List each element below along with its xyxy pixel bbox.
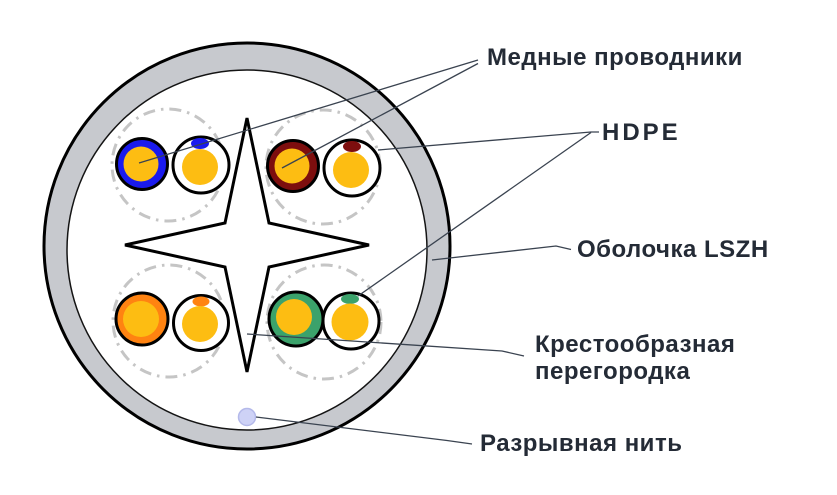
label-cross-separator-line1: Крестообразная <box>535 331 736 358</box>
wire-white-red-conductor <box>333 152 369 188</box>
label-cross-separator-line2: перегородка <box>535 358 691 385</box>
wire-white-green-conductor <box>331 303 369 341</box>
leader-hdpe-from-top-right <box>377 131 599 151</box>
leader-sheath <box>431 245 572 261</box>
pair-top-left-blue <box>115 135 231 195</box>
pair-bottom-left-orange <box>114 291 230 352</box>
label-hdpe: HDPE <box>602 119 681 146</box>
rip-cord-dot <box>237 407 257 427</box>
leader-copper-from-blue-pair <box>138 59 479 164</box>
leader-cross-separator <box>246 333 525 357</box>
wire-green-conductor <box>276 299 312 335</box>
leader-hdpe-from-bottom-right <box>357 131 592 297</box>
label-copper-conductors: Медные проводники <box>487 44 743 71</box>
leader-rip-cord <box>255 416 473 445</box>
wire-white-red-stripe-mark <box>343 141 361 152</box>
wire-red-conductor <box>274 148 310 184</box>
pair-top-right-red <box>266 138 382 198</box>
label-cross-separator: Крестообразная перегородка <box>535 331 735 385</box>
label-rip-cord: Разрывная нить <box>480 430 683 457</box>
pair-guide-bottom-right <box>265 263 383 381</box>
cross-separator <box>124 117 370 373</box>
wire-orange-conductor <box>123 301 159 337</box>
leader-lines <box>138 59 599 445</box>
wire-white-blue-conductor <box>182 149 218 185</box>
label-sheath-lszh: Оболочка LSZH <box>577 236 769 263</box>
wire-white-orange-conductor <box>182 306 218 342</box>
wire-white-orange-stripe-mark <box>192 296 210 307</box>
wire-white-blue-stripe-mark <box>191 138 209 149</box>
wire-blue-conductor <box>123 146 159 182</box>
wire-white-green-stripe-mark <box>341 294 359 304</box>
pair-bottom-right-green <box>267 290 381 351</box>
leader-copper-from-red-pair <box>281 62 479 169</box>
